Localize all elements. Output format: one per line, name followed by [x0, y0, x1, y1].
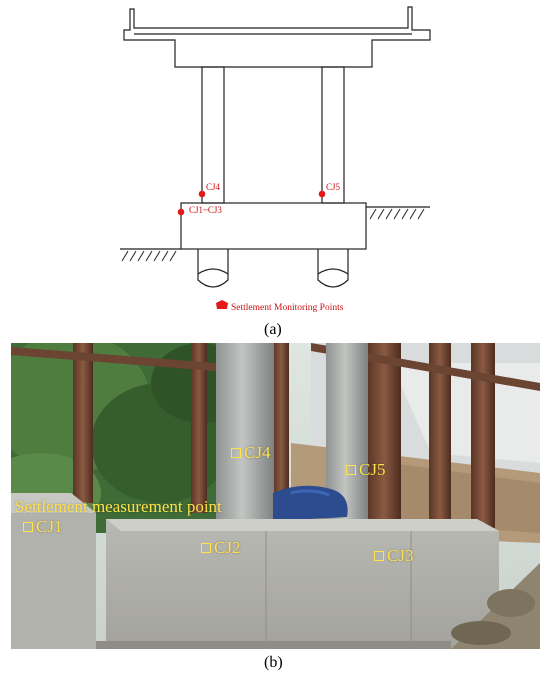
- photo-label-cj1-text: CJ1: [36, 517, 63, 536]
- marker-square-icon: [201, 543, 211, 554]
- pier-elevation-diagram: CJ4 CJ5 CJ1~CJ3 Settlement Monitoring Po…: [120, 6, 431, 313]
- photo-label-cj3-text: CJ3: [387, 546, 414, 565]
- caption-a: (a): [264, 321, 282, 338]
- photo-label-cj4: CJ4: [231, 443, 270, 463]
- label-cj5: CJ5: [326, 182, 341, 192]
- label-cj4: CJ4: [206, 182, 221, 192]
- label-cj1-cj3: CJ1~CJ3: [189, 205, 222, 215]
- monitoring-point-cj4: [198, 190, 206, 198]
- marker-square-icon: [231, 448, 241, 459]
- photo-label-cj3: CJ3: [374, 546, 413, 566]
- caption-b: (b): [264, 654, 283, 671]
- marker-square-icon: [346, 465, 356, 476]
- legend-label: Settlement Monitoring Points: [231, 303, 344, 313]
- bridge-deck: [123, 6, 431, 68]
- pile-left: [197, 249, 229, 288]
- photo-label-cj4-text: CJ4: [244, 443, 271, 462]
- photo-label-cj5: CJ5: [346, 460, 385, 480]
- site-photograph: Settlement measurement point CJ1 CJ2 CJ3…: [11, 343, 540, 649]
- photo-label-cj5-text: CJ5: [359, 460, 386, 479]
- photo-label-cj1: CJ1: [23, 517, 62, 537]
- photo-illustration: [11, 343, 540, 649]
- pile-cap: [180, 202, 367, 250]
- monitoring-point-cj1-cj3: [177, 208, 185, 216]
- photo-label-cj2-text: CJ2: [214, 538, 241, 557]
- ground-hatch-right: [369, 208, 425, 220]
- legend-marker-icon: [216, 300, 228, 309]
- photo-label-cj2: CJ2: [201, 538, 240, 558]
- monitoring-point-cj5: [318, 190, 326, 198]
- photo-heading-label: Settlement measurement point: [15, 497, 222, 516]
- ground-hatch-left: [121, 250, 177, 262]
- marker-square-icon: [374, 551, 384, 562]
- marker-square-icon: [23, 522, 33, 533]
- pile-right: [317, 249, 349, 288]
